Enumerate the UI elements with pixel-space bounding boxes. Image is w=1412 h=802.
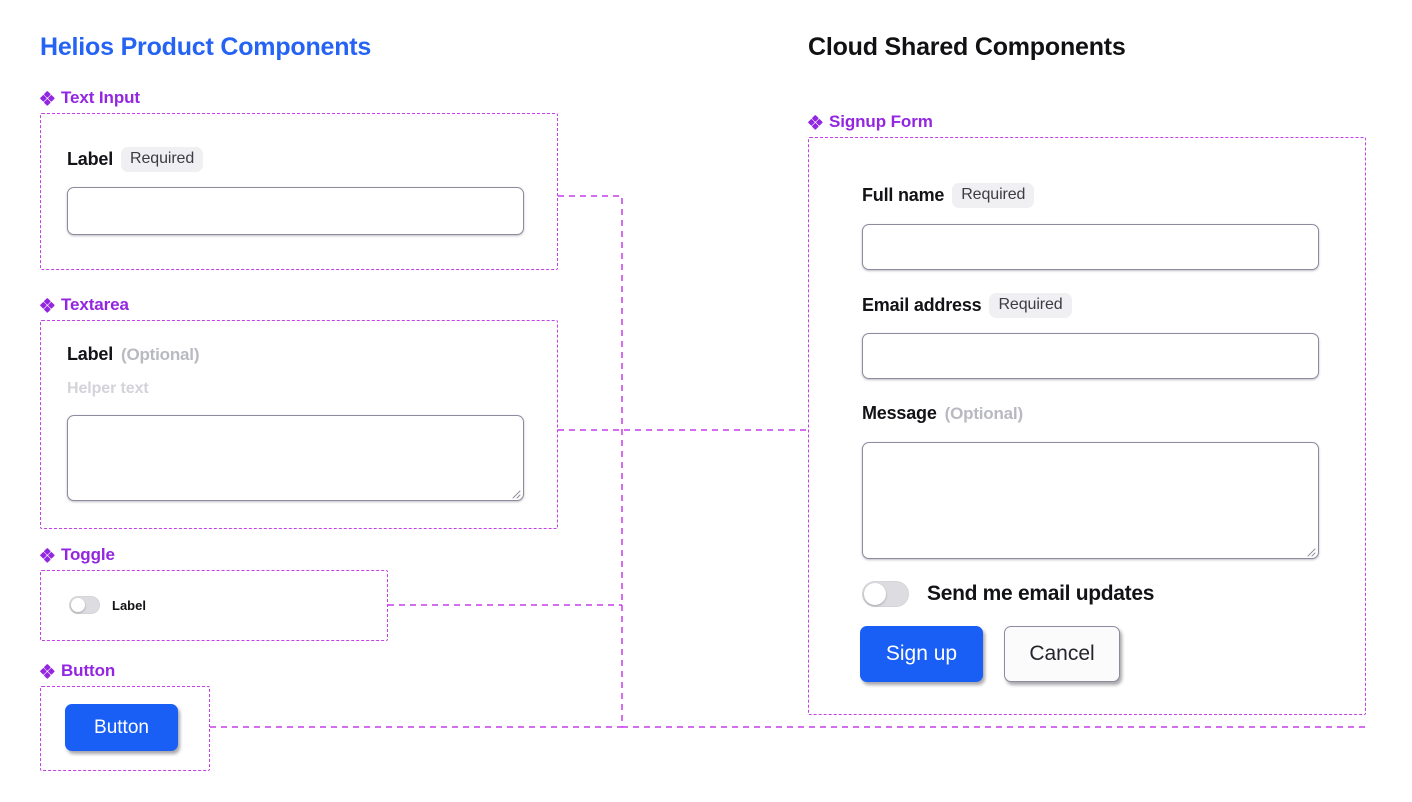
toggle-label: Label <box>112 597 146 613</box>
email-updates-toggle[interactable] <box>862 581 909 607</box>
email-label: Email address <box>862 295 982 315</box>
text-input-required-badge: Required <box>121 147 204 172</box>
email-label-row: Email address Required <box>862 293 1072 318</box>
textarea-label-row: Label (Optional) <box>67 344 199 365</box>
message-label-row: Message (Optional) <box>862 403 1023 424</box>
text-input-label: Label <box>67 149 114 169</box>
diamond-icon <box>40 663 55 679</box>
toggle-knob <box>71 598 85 612</box>
email-updates-label: Send me email updates <box>927 582 1155 605</box>
text-input-label-row: Label Required <box>67 147 204 172</box>
full-name-label-row: Full name Required <box>862 183 1035 208</box>
email-input[interactable] <box>862 333 1319 379</box>
textarea-optional-tag: (Optional) <box>121 344 200 364</box>
section-label-text: Text Input <box>61 88 140 107</box>
toggle-knob <box>864 583 886 605</box>
section-label-text-input: Text Input <box>40 88 140 108</box>
section-label-button: Button <box>40 661 115 681</box>
email-required-badge: Required <box>989 293 1072 318</box>
message-label: Message <box>862 403 937 423</box>
sign-up-button[interactable]: Sign up <box>860 626 983 682</box>
message-textarea[interactable] <box>862 442 1319 559</box>
full-name-label: Full name <box>862 185 945 205</box>
section-label-signup-form: Signup Form <box>808 112 933 132</box>
message-wrapper <box>862 442 1319 559</box>
section-label-toggle: Toggle <box>40 545 115 565</box>
group-box-textarea <box>40 320 558 529</box>
diamond-icon <box>40 547 55 563</box>
diamond-icon <box>808 114 823 130</box>
full-name-required-badge: Required <box>952 183 1035 208</box>
section-label-text: Textarea <box>61 295 129 314</box>
section-label-text: Button <box>61 661 116 680</box>
demo-button[interactable]: Button <box>65 704 178 751</box>
group-box-toggle <box>40 570 388 641</box>
resize-grip-icon[interactable] <box>1304 545 1316 557</box>
page-title-right: Cloud Shared Components <box>808 33 1126 61</box>
full-name-input[interactable] <box>862 224 1319 270</box>
cancel-button[interactable]: Cancel <box>1004 626 1120 682</box>
textarea-helper-text: Helper text <box>67 380 149 397</box>
toggle-switch[interactable] <box>69 596 100 614</box>
section-label-text: Toggle <box>61 545 115 564</box>
text-input-field[interactable] <box>67 187 524 235</box>
group-box-signup-form <box>808 137 1366 715</box>
email-updates-toggle-row: Send me email updates <box>862 581 1154 607</box>
textarea-label: Label <box>67 344 114 364</box>
section-label-text: Signup Form <box>829 112 933 131</box>
section-label-textarea: Textarea <box>40 295 129 315</box>
toggle-row: Label <box>69 596 146 614</box>
group-box-button <box>40 686 210 771</box>
group-box-text-input <box>40 113 558 270</box>
page-title-left: Helios Product Components <box>40 33 372 61</box>
message-optional-tag: (Optional) <box>944 403 1023 423</box>
diamond-icon <box>40 90 55 106</box>
connector-text-input <box>558 195 623 430</box>
diamond-icon <box>40 297 55 313</box>
